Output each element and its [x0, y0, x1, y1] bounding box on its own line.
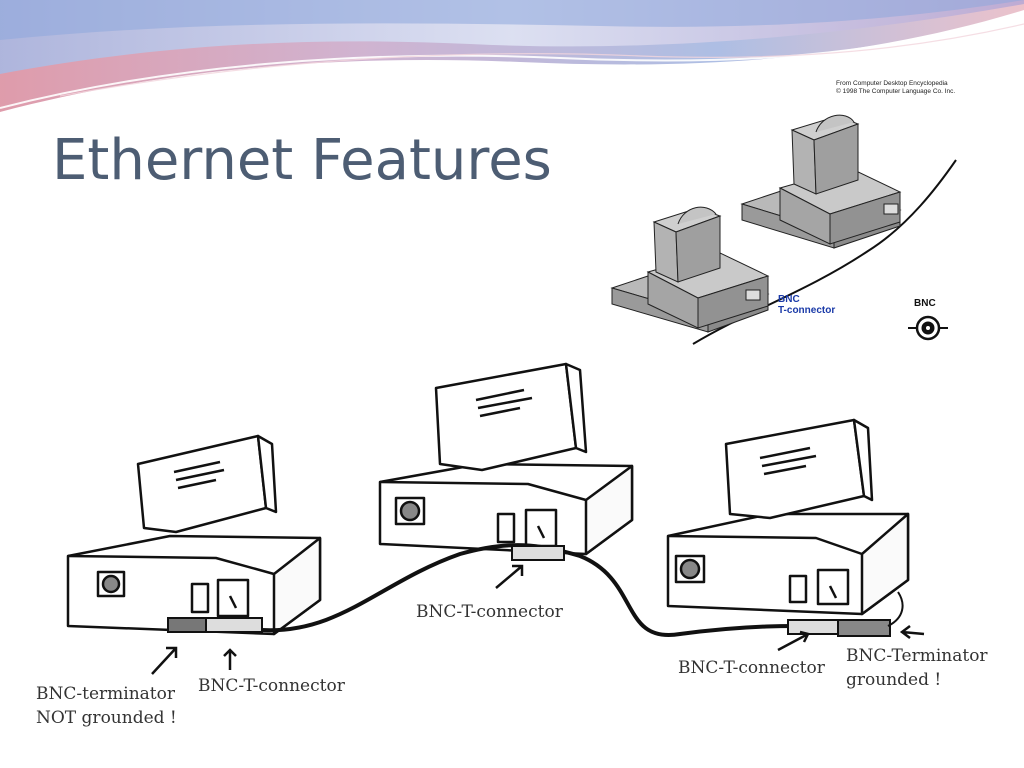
label-bnc-t-line-1: BNC: [778, 294, 800, 305]
encyclopedia-figure: From Computer Desktop Encyclopedia © 199…: [608, 76, 962, 346]
left-computer: [66, 434, 322, 636]
middle-computer: [378, 362, 634, 556]
arrows: [151, 564, 925, 675]
caption-t-connector-left: BNC-T-connector: [198, 676, 345, 696]
caption-terminator-grounded: BNC-Terminator grounded !: [846, 644, 988, 692]
bnc-connector-symbol: [908, 315, 948, 341]
bus-network-illustration: [66, 362, 925, 675]
two-computers-illustration: [610, 114, 957, 345]
caption-terminator-right-line-2: grounded !: [846, 670, 942, 690]
slide-title: Ethernet Features: [52, 128, 552, 193]
right-terminator: [837, 619, 891, 637]
credit-line-1: From Computer Desktop Encyclopedia: [836, 80, 948, 87]
left-t-connector: [205, 617, 263, 633]
right-computer: [666, 418, 910, 616]
arrow-right-t: [777, 630, 810, 652]
caption-t-connector-middle: BNC-T-connector: [416, 602, 563, 622]
arrow-left-t: [223, 648, 237, 670]
right-t-connector: [787, 619, 839, 635]
computer-2: [740, 114, 902, 249]
connectors: [167, 545, 904, 637]
left-terminator: [167, 617, 207, 633]
copyright-credit: From Computer Desktop Encyclopedia © 199…: [836, 80, 955, 96]
coax-cable: [261, 543, 861, 638]
arrow-left-terminator: [151, 646, 178, 675]
label-bnc-t-line-2: T-connector: [778, 305, 836, 316]
computer-1: [610, 206, 770, 333]
caption-t-connector-right: BNC-T-connector: [678, 658, 825, 678]
ground-wire: [887, 591, 904, 627]
label-bnc-t-connector: BNC T-connector: [778, 294, 835, 316]
header-swoosh-decoration: [0, 0, 1024, 112]
caption-terminator-left-line-1: BNC-terminator: [36, 684, 175, 704]
middle-t-connector: [511, 545, 565, 561]
caption-terminator-not-grounded: BNC-terminator NOT grounded !: [36, 682, 177, 730]
arrow-right-terminator: [899, 625, 925, 639]
arrow-middle-t: [495, 564, 524, 589]
label-bnc: BNC: [914, 298, 936, 309]
credit-line-2: © 1998 The Computer Language Co. Inc.: [836, 88, 956, 95]
caption-terminator-right-line-1: BNC-Terminator: [846, 646, 988, 666]
caption-terminator-left-line-2: NOT grounded !: [36, 708, 177, 728]
